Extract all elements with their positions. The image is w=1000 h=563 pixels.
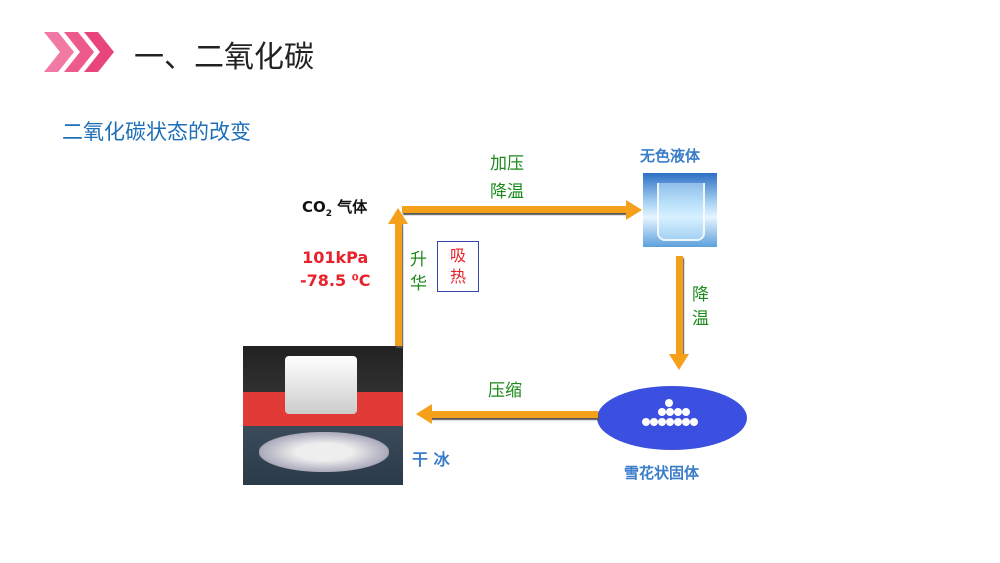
arrow-dryice-to-gas xyxy=(395,222,402,346)
arrowhead-icon xyxy=(669,354,689,370)
snow-solid-ellipse xyxy=(597,386,747,450)
top-arrow-label: 加压降温 xyxy=(490,154,524,202)
arrowhead-icon xyxy=(626,200,642,220)
arrowhead-icon xyxy=(388,208,408,224)
chevron-icon xyxy=(44,32,114,72)
right-arrow-label: 降温 xyxy=(692,285,709,329)
left-arrow-label: 升华 xyxy=(410,250,427,294)
solid-label: 雪花状固体 xyxy=(624,464,700,482)
arrow-liquid-to-solid xyxy=(676,256,683,358)
subtitle: 二氧化碳状态的改变 xyxy=(62,120,251,144)
arrow-gas-to-liquid xyxy=(402,206,630,213)
dry-ice-image xyxy=(243,346,403,485)
liquid-beaker-image xyxy=(643,173,717,247)
liquid-label: 无色液体 xyxy=(640,147,701,165)
sublimation-conditions: 101kPa-78.5 ⁰C xyxy=(300,248,371,290)
page-title: 一、二氧化碳 xyxy=(134,40,314,75)
gas-label: CO2 气体 xyxy=(302,198,368,219)
dry-ice-label: 干 冰 xyxy=(412,450,450,469)
heat-absorb-box: 吸热 xyxy=(437,241,479,292)
arrow-solid-to-dryice xyxy=(430,411,598,418)
bottom-arrow-label: 压缩 xyxy=(488,381,522,401)
arrowhead-icon xyxy=(416,404,432,424)
